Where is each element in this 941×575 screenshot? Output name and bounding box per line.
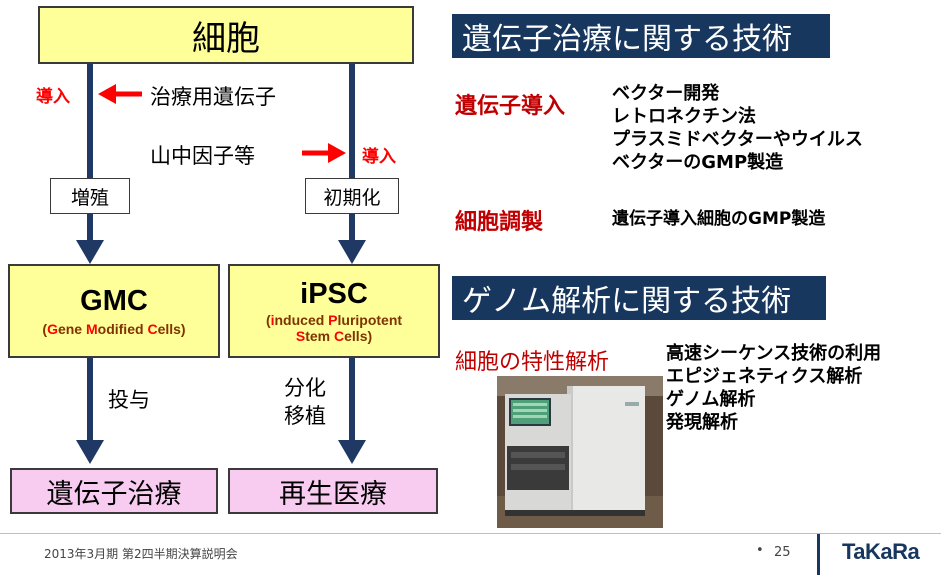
gene-intro-item: ベクター開発 (612, 83, 720, 104)
gene-intro-item: レトロネクチン法 (612, 106, 756, 127)
footer-rule (0, 533, 941, 534)
intro-label-left: 導入 (36, 87, 70, 107)
sequencer-photo (497, 376, 663, 528)
ipsc-letter-c: C (334, 328, 345, 344)
characterization-list: 高速シーケンス技術の利用 エピジェネティクス解析 ゲノム解析 発現解析 (666, 342, 881, 434)
regen-medicine-label: 再生医療 (279, 478, 387, 510)
gmc-box: GMC (Gene Modified Cells) (8, 264, 220, 358)
gene-therapy-box: 遺伝子治療 (10, 468, 218, 514)
gmc-sub-open: ( (42, 321, 48, 337)
arrow-right-upper-head (338, 240, 366, 264)
gmc-letter-c: C (147, 321, 158, 337)
characterization-item: ゲノム解析 (666, 389, 756, 410)
flow-arrows (76, 64, 366, 464)
arrow-left-lower-head (76, 440, 104, 464)
ipsc-sub-luripotent: luripotent (337, 312, 403, 328)
takara-logo: TaKaRa (842, 539, 920, 564)
characterization-item: 高速シーケンス技術の利用 (666, 343, 882, 364)
cell-prep-item: 遺伝子導入細胞のGMP製造 (612, 209, 826, 229)
ipsc-box: iPSC (induced Pluripotent Stem Cells) (228, 264, 440, 358)
ipsc-title: iPSC (300, 278, 368, 310)
proliferation-box: 増殖 (50, 178, 130, 214)
transplant-label: 移植 (284, 404, 326, 428)
ipsc-letter-s: S (295, 328, 306, 344)
gene-intro-item: ベクターのGMP製造 (612, 152, 784, 173)
arrow-left-upper-head (76, 240, 104, 264)
ipsc-subtitle-line1: (induced Pluripotent (266, 312, 402, 328)
arrow-right-lower-head (338, 440, 366, 464)
page-number: 25 (774, 545, 791, 560)
gmc-sub-ene: ene (57, 321, 86, 337)
intro-label-right: 導入 (362, 147, 396, 167)
ipsc-letter-p: P (328, 312, 338, 328)
cell-label: 細胞 (192, 18, 260, 59)
red-arrow-left-head (98, 84, 116, 104)
gene-therapy-label: 遺伝子治療 (46, 478, 182, 510)
gene-intro-item: プラスミドベクターやウイルス (612, 129, 863, 150)
section-title-genome: ゲノム解析に関する技術 (452, 276, 826, 320)
footer-bullet: • (756, 543, 764, 558)
characterization-item: 発現解析 (666, 412, 738, 433)
therapeutic-gene-label: 治療用遺伝子 (150, 85, 276, 109)
reprogramming-box: 初期化 (305, 178, 399, 214)
gene-intro-heading: 遺伝子導入 (455, 94, 566, 119)
gene-intro-list: ベクター開発 レトロネクチン法 プラスミドベクターやウイルス ベクターのGMP製… (612, 82, 863, 174)
gmc-sub-odified: odified (97, 321, 148, 337)
red-arrow-right-head (328, 143, 346, 163)
gmc-letter-g: G (47, 321, 58, 337)
differentiation-label: 分化 (284, 376, 326, 400)
cell-prep-heading: 細胞調製 (455, 210, 544, 235)
footer-left-text: 2013年3月期 第2四半期決算説明会 (44, 547, 238, 561)
gmc-letter-m: M (85, 321, 98, 337)
ipsc-sub-nduced: nduced (274, 312, 329, 328)
gmc-sub-ells: ells) (157, 321, 186, 337)
reprogramming-label: 初期化 (323, 186, 381, 209)
ipsc-sub-tem: tem (305, 328, 334, 344)
characterization-item: エピジェネティクス解析 (666, 366, 863, 387)
yamanaka-factors-label: 山中因子等 (150, 144, 255, 168)
gmc-title: GMC (80, 285, 148, 317)
administration-label: 投与 (108, 388, 150, 412)
characterization-heading: 細胞の特性解析 (455, 350, 610, 375)
section-title-genome-text: ゲノム解析に関する技術 (462, 284, 792, 319)
proliferation-label: 増殖 (70, 186, 109, 209)
ipsc-letter-i: i (270, 312, 275, 328)
regen-medicine-box: 再生医療 (228, 468, 438, 514)
ipsc-sub-ells: ells) (344, 328, 373, 344)
cell-box: 細胞 (38, 6, 414, 64)
section-title-gene-therapy-text: 遺伝子治療に関する技術 (462, 22, 792, 57)
section-title-gene-therapy: 遺伝子治療に関する技術 (452, 14, 830, 58)
gmc-subtitle: (Gene Modified Cells) (42, 321, 185, 337)
footer-divider (817, 534, 820, 575)
ipsc-subtitle-line2: Stem Cells) (296, 328, 372, 344)
ipsc-sub-open: ( (265, 312, 271, 328)
